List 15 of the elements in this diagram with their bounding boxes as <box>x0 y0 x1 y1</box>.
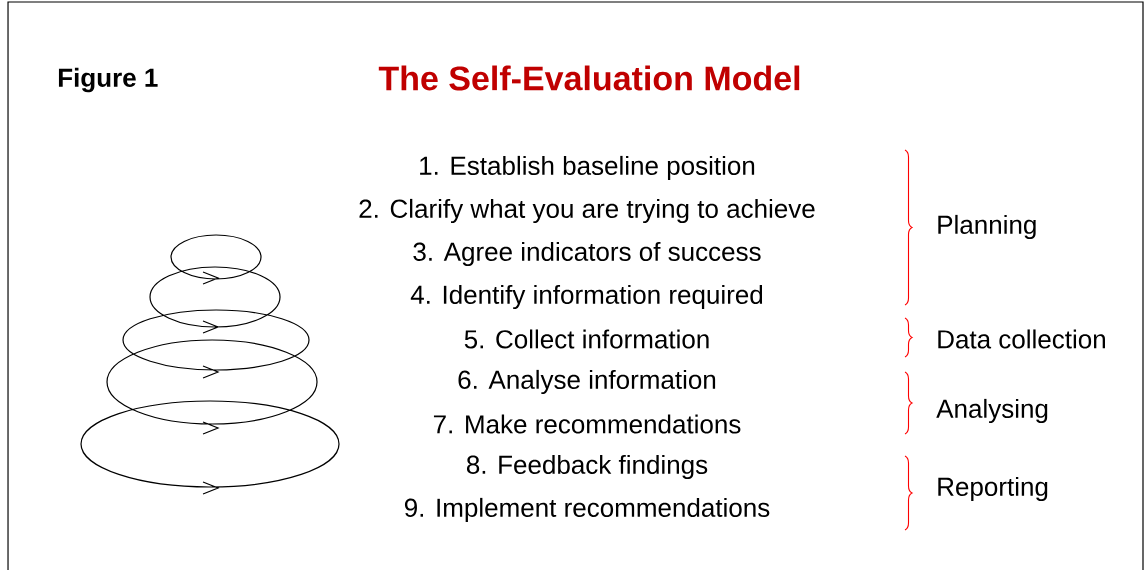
step-text: 1. Establish baseline position <box>420 155 755 181</box>
phase-label: Data collection <box>938 329 1105 349</box>
step-text: 3. Agree indicators of success <box>413 241 761 267</box>
step-text: 6. Analyse information <box>458 369 716 395</box>
step-text: 4. Identify information required <box>410 284 763 310</box>
phase-label: Planning <box>938 214 1036 240</box>
step-text: 2. Clarify what you are trying to achieve <box>359 198 815 224</box>
step-text: 8. Feedback findings <box>466 454 708 480</box>
step-text: 7. Make recommendations <box>433 414 741 434</box>
phase-label: Analysing <box>936 398 1048 424</box>
step-text: 5. Collect information <box>464 329 709 349</box>
title: The Self-Evaluation Model <box>378 65 800 91</box>
step-text: 9. Implement recommendations <box>404 497 770 523</box>
figure-number: Figure 1 <box>58 67 158 93</box>
phase-label: Reporting <box>938 476 1048 502</box>
